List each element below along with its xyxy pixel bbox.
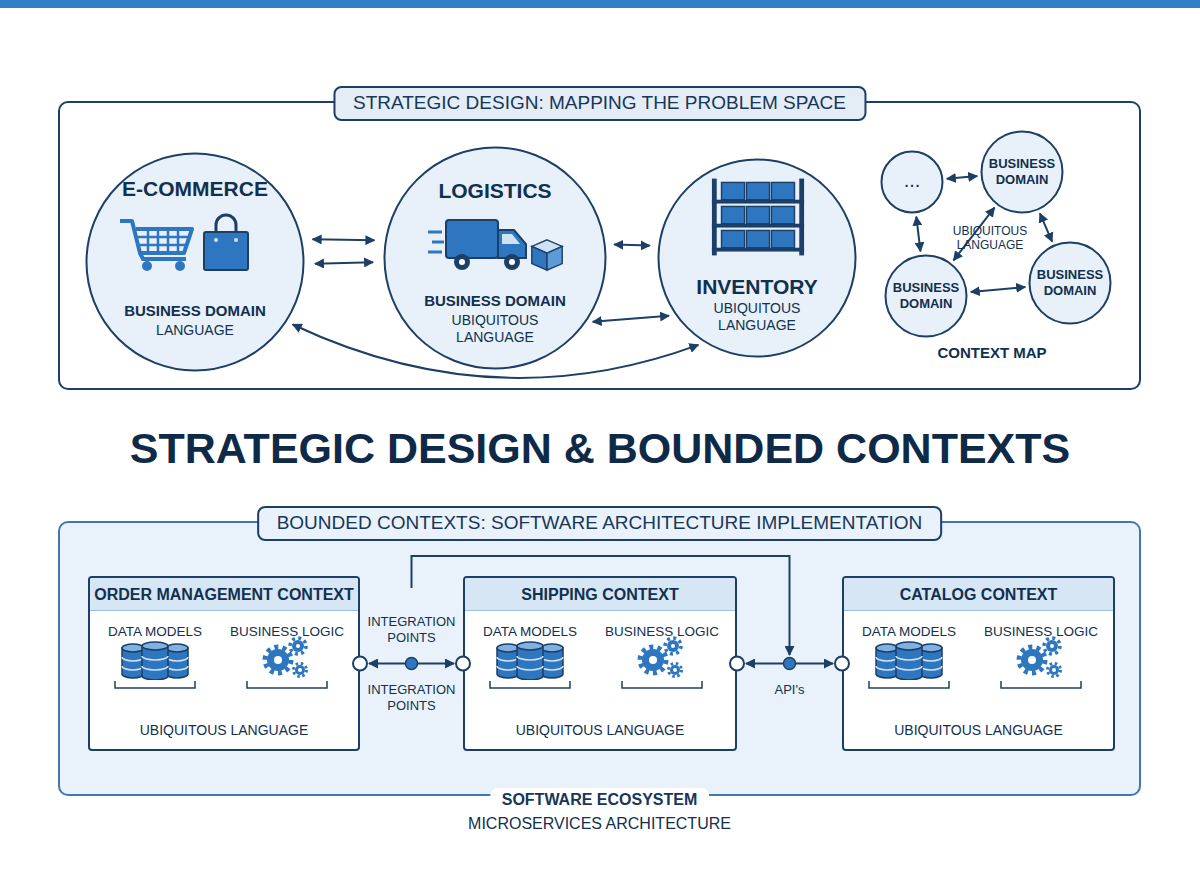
node-text: STRATEGIC DESIGN: MAPPING THE PROBLEM SP…	[333, 86, 866, 121]
node-text: LOGISTICS	[383, 178, 607, 203]
node-text: BUSINESS DOMAIN	[383, 292, 607, 310]
node-text: UBIQUITOUS LANGUAGE	[90, 722, 358, 739]
node-text: DATA MODELS	[465, 624, 595, 640]
domain-circle: E-COMMERCE BUSINESS DOMAIN LANGUAGE	[85, 152, 305, 372]
label-text: UBIQUITOUS LANGUAGE	[948, 224, 1032, 253]
node-text: LANGUAGE	[125, 322, 265, 339]
node-text: UBIQUITOUS LANGUAGE	[844, 722, 1113, 739]
node-text: UBIQUITOUS LANGUAGE	[465, 722, 735, 739]
node-text: UBIQUITOUS LANGUAGE	[702, 300, 812, 334]
node-text: BUSINESS LOGIC	[976, 624, 1106, 640]
domain-circle: LOGISTICS BUSINESS DOMAIN UBIQUITOUS LANGU…	[383, 146, 607, 370]
edge-label: INTEGRATION POINTS	[362, 614, 462, 645]
map-circle: BUSINESS DOMAIN	[1028, 241, 1112, 325]
map-circle: BUSINESS DOMAIN	[884, 254, 968, 338]
label-text: CONTEXT MAP	[937, 344, 1046, 362]
node-text: UBIQUITOUS LANGUAGE	[435, 312, 555, 346]
node-text: SHIPPING CONTEXT	[465, 578, 735, 611]
node-text: BUSINESS DOMAIN	[1032, 267, 1108, 299]
panel: BOUNDED CONTEXTS: SOFTWARE ARCHITECTURE …	[58, 521, 1141, 796]
node-text: INVENTORY	[657, 274, 857, 299]
node-text: E-COMMERCE	[85, 176, 305, 201]
node-text: BUSINESS LOGIC	[597, 624, 727, 640]
circle-shape	[659, 160, 856, 357]
node-text: CATALOG CONTEXT	[844, 578, 1113, 611]
node-text: DATA MODELS	[844, 624, 974, 640]
map-circle: ...	[880, 150, 944, 214]
node-text: BUSINESS LOGIC	[222, 624, 352, 640]
node-text: DATA MODELS	[90, 624, 220, 640]
node-text: BUSINESS DOMAIN	[984, 156, 1060, 188]
node-text: ...	[880, 168, 944, 192]
label-text: INTEGRATION POINTS	[362, 682, 462, 713]
context-box: CATALOG CONTEXT DATA MODELSBUSINESS LOGIC…	[842, 576, 1115, 751]
diagram-title: STRATEGIC DESIGN & BOUNDED CONTEXTS	[0, 423, 1200, 473]
edge-label: API's	[750, 682, 830, 698]
circle-shape	[982, 132, 1063, 213]
node-text: BOUNDED CONTEXTS: SOFTWARE ARCHITECTURE …	[257, 506, 943, 541]
context-box: SHIPPING CONTEXT DATA MODELSBUSINESS LOGI…	[463, 576, 737, 751]
node-text: BUSINESS DOMAIN	[85, 302, 305, 320]
node-text: MICROSERVICES ARCHITECTURE	[60, 814, 1139, 833]
circle-shape	[886, 256, 967, 337]
node-text: SOFTWARE ECOSYSTEM	[490, 788, 710, 811]
map-circle: BUSINESS DOMAIN	[980, 130, 1064, 214]
domain-circle: INVENTORYUBIQUITOUS LANGUAGE	[657, 158, 857, 358]
node-text: ORDER MANAGEMENT CONTEXT	[90, 578, 358, 611]
top-bar	[0, 0, 1200, 8]
context-box: ORDER MANAGEMENT CONTEXT DATA MODELSBUSIN…	[88, 576, 360, 751]
node-text: BUSINESS DOMAIN	[888, 280, 964, 312]
circle-shape	[1030, 243, 1111, 324]
